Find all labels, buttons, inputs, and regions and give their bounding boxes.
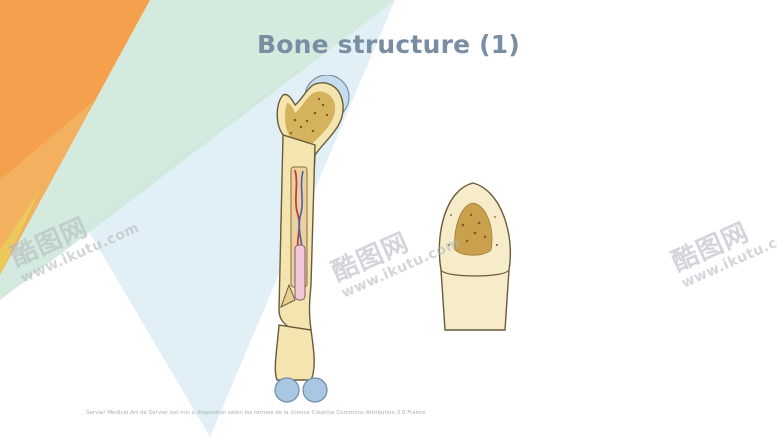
orange-triangle [0, 0, 150, 275]
orange-fade [0, 100, 95, 275]
cut-edge [280, 283, 296, 309]
condyle-right-cartilage [302, 377, 328, 403]
marrow-tube [294, 244, 306, 301]
femur-illustration [274, 75, 350, 403]
condyle-left-cartilage [274, 377, 300, 403]
bone-end-outline [438, 182, 512, 331]
footer-credit: Servier Medical Art de Servier est mis à… [86, 410, 426, 416]
yellow-strip [0, 190, 40, 275]
bone-end-illustration [438, 182, 512, 331]
spongy-dots [289, 97, 329, 135]
green-triangle [0, 0, 395, 300]
slide-title: Bone structure (1) [256, 30, 521, 59]
bone-end-cut-face [440, 269, 510, 277]
marrow-dots [448, 213, 498, 246]
vessel-red [294, 169, 301, 254]
marrow-spot [454, 202, 493, 256]
distal-epiphysis [274, 324, 315, 381]
